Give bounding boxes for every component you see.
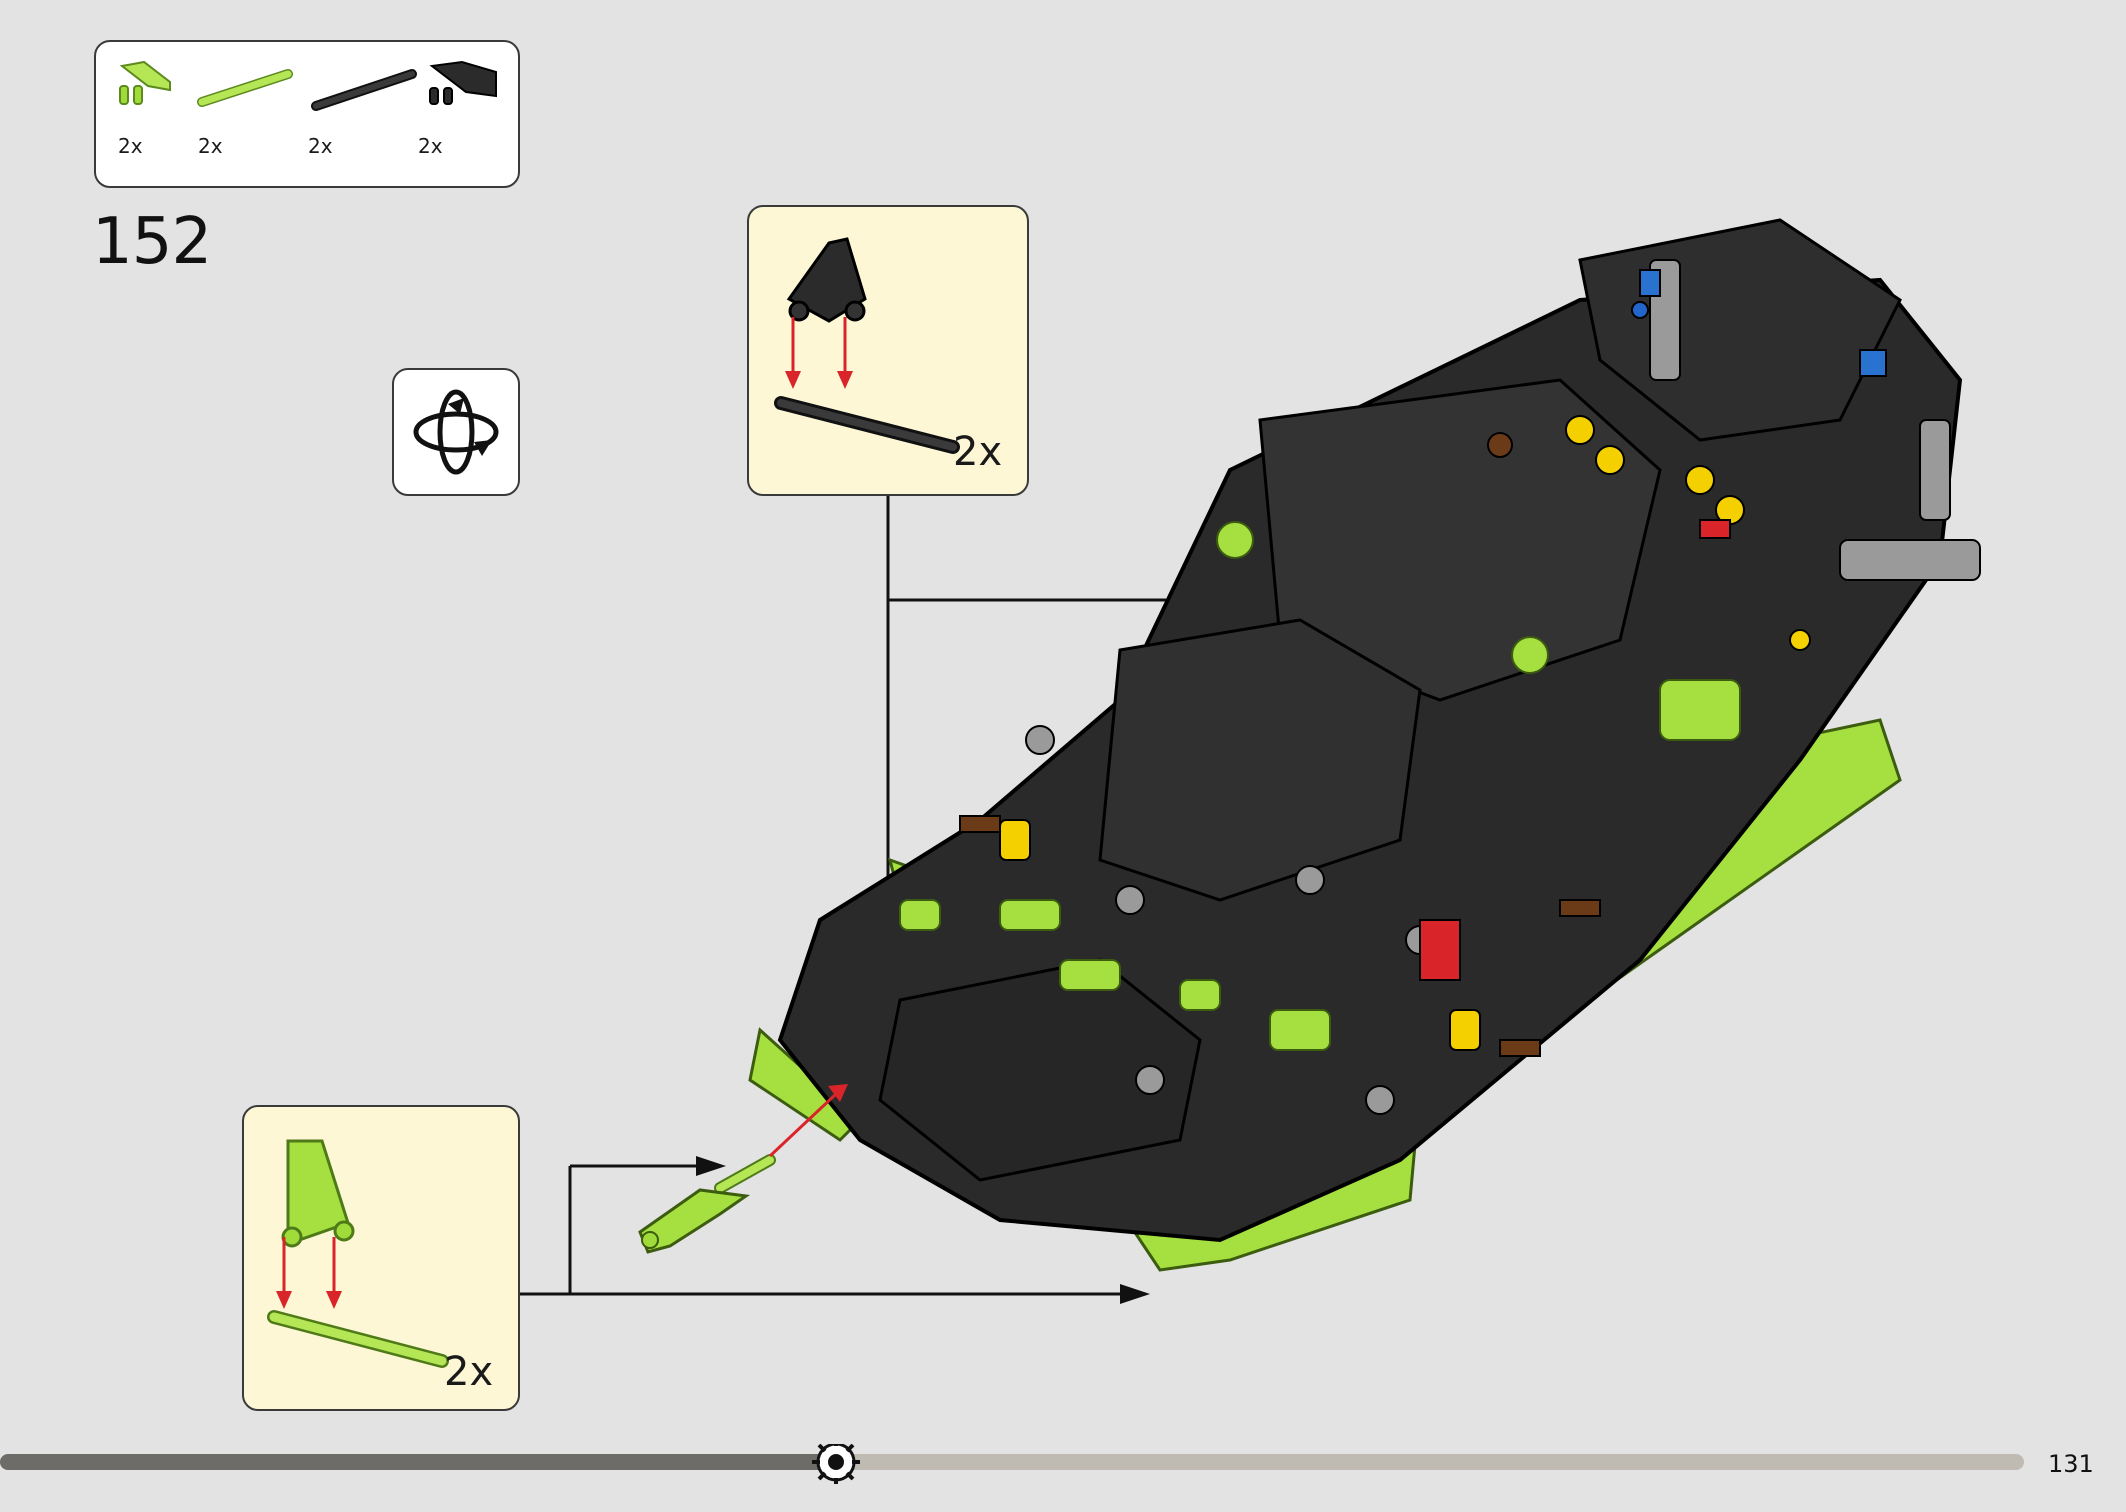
lime-axle-icon — [267, 1310, 449, 1368]
rotate-model-box — [392, 368, 520, 496]
step-number: 152 — [92, 205, 212, 279]
sub-assembly-callout-bottom: 2x — [242, 1105, 520, 1411]
callout-connector-bottom — [520, 1164, 1140, 1296]
page-number: 131 — [2048, 1450, 2094, 1478]
colored-accent-parts — [959, 269, 1887, 1057]
loose-lime-part — [638, 1154, 776, 1254]
sub-assembly-multiplier-top: 2x — [953, 429, 1003, 475]
sub-assembly-callout-top: 2x — [747, 205, 1029, 496]
rotate-model-icon — [413, 389, 499, 475]
black-clip-plate-icon — [786, 237, 867, 323]
lime-axle-icon — [197, 69, 293, 107]
insertion-arrows — [785, 317, 853, 389]
insertion-arrows — [276, 1237, 342, 1309]
part-qty-2: 2x — [198, 134, 223, 158]
black-axle-icon — [311, 69, 417, 111]
sub-assembly-multiplier-bottom: 2x — [444, 1349, 494, 1395]
parts-list-box: 2x 2x 2x 2x — [94, 40, 520, 188]
assembly-arrow-red — [768, 1084, 848, 1158]
grey-technic-details — [1025, 259, 1981, 1115]
part-qty-3: 2x — [308, 134, 333, 158]
lime-clip-plate-icon — [281, 1139, 355, 1248]
black-clip-plate-icon — [429, 60, 497, 105]
part-qty-1: 2x — [118, 134, 143, 158]
page-progress-bar — [0, 1444, 2024, 1484]
lime-accent-parts — [899, 521, 1741, 1051]
lime-clip-plate-icon — [119, 60, 171, 105]
black-axle-icon — [774, 396, 960, 454]
black-chassis — [777, 218, 1963, 1243]
gear-icon — [812, 1444, 860, 1484]
part-qty-4: 2x — [418, 134, 443, 158]
